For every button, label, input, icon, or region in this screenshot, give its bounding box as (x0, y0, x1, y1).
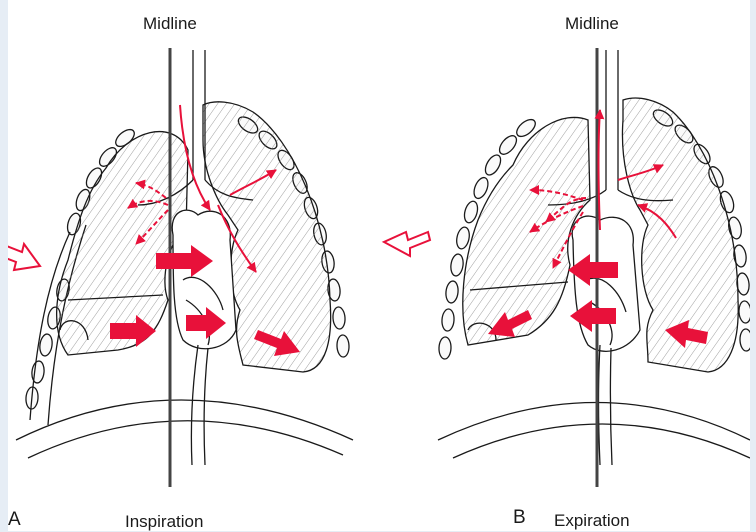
panel-b-hollow-arrow (384, 232, 430, 256)
panel-a-diaphragm-inner (28, 421, 343, 458)
panel-b-heart (572, 216, 640, 351)
figure-canvas: Midline Midline A Inspiration B Expirati… (8, 0, 750, 531)
panel-a-hollow-arrow (8, 244, 40, 270)
panel-b-diaphragm-inner (453, 424, 750, 458)
panel-b-diaphragm-outer (438, 403, 750, 441)
panel-b-airflow-arrow-up (599, 110, 601, 230)
panel-a-diaphragm-outer (16, 400, 353, 440)
lung-diagram-illustration (8, 0, 750, 531)
panel-b-drawing (438, 50, 750, 465)
